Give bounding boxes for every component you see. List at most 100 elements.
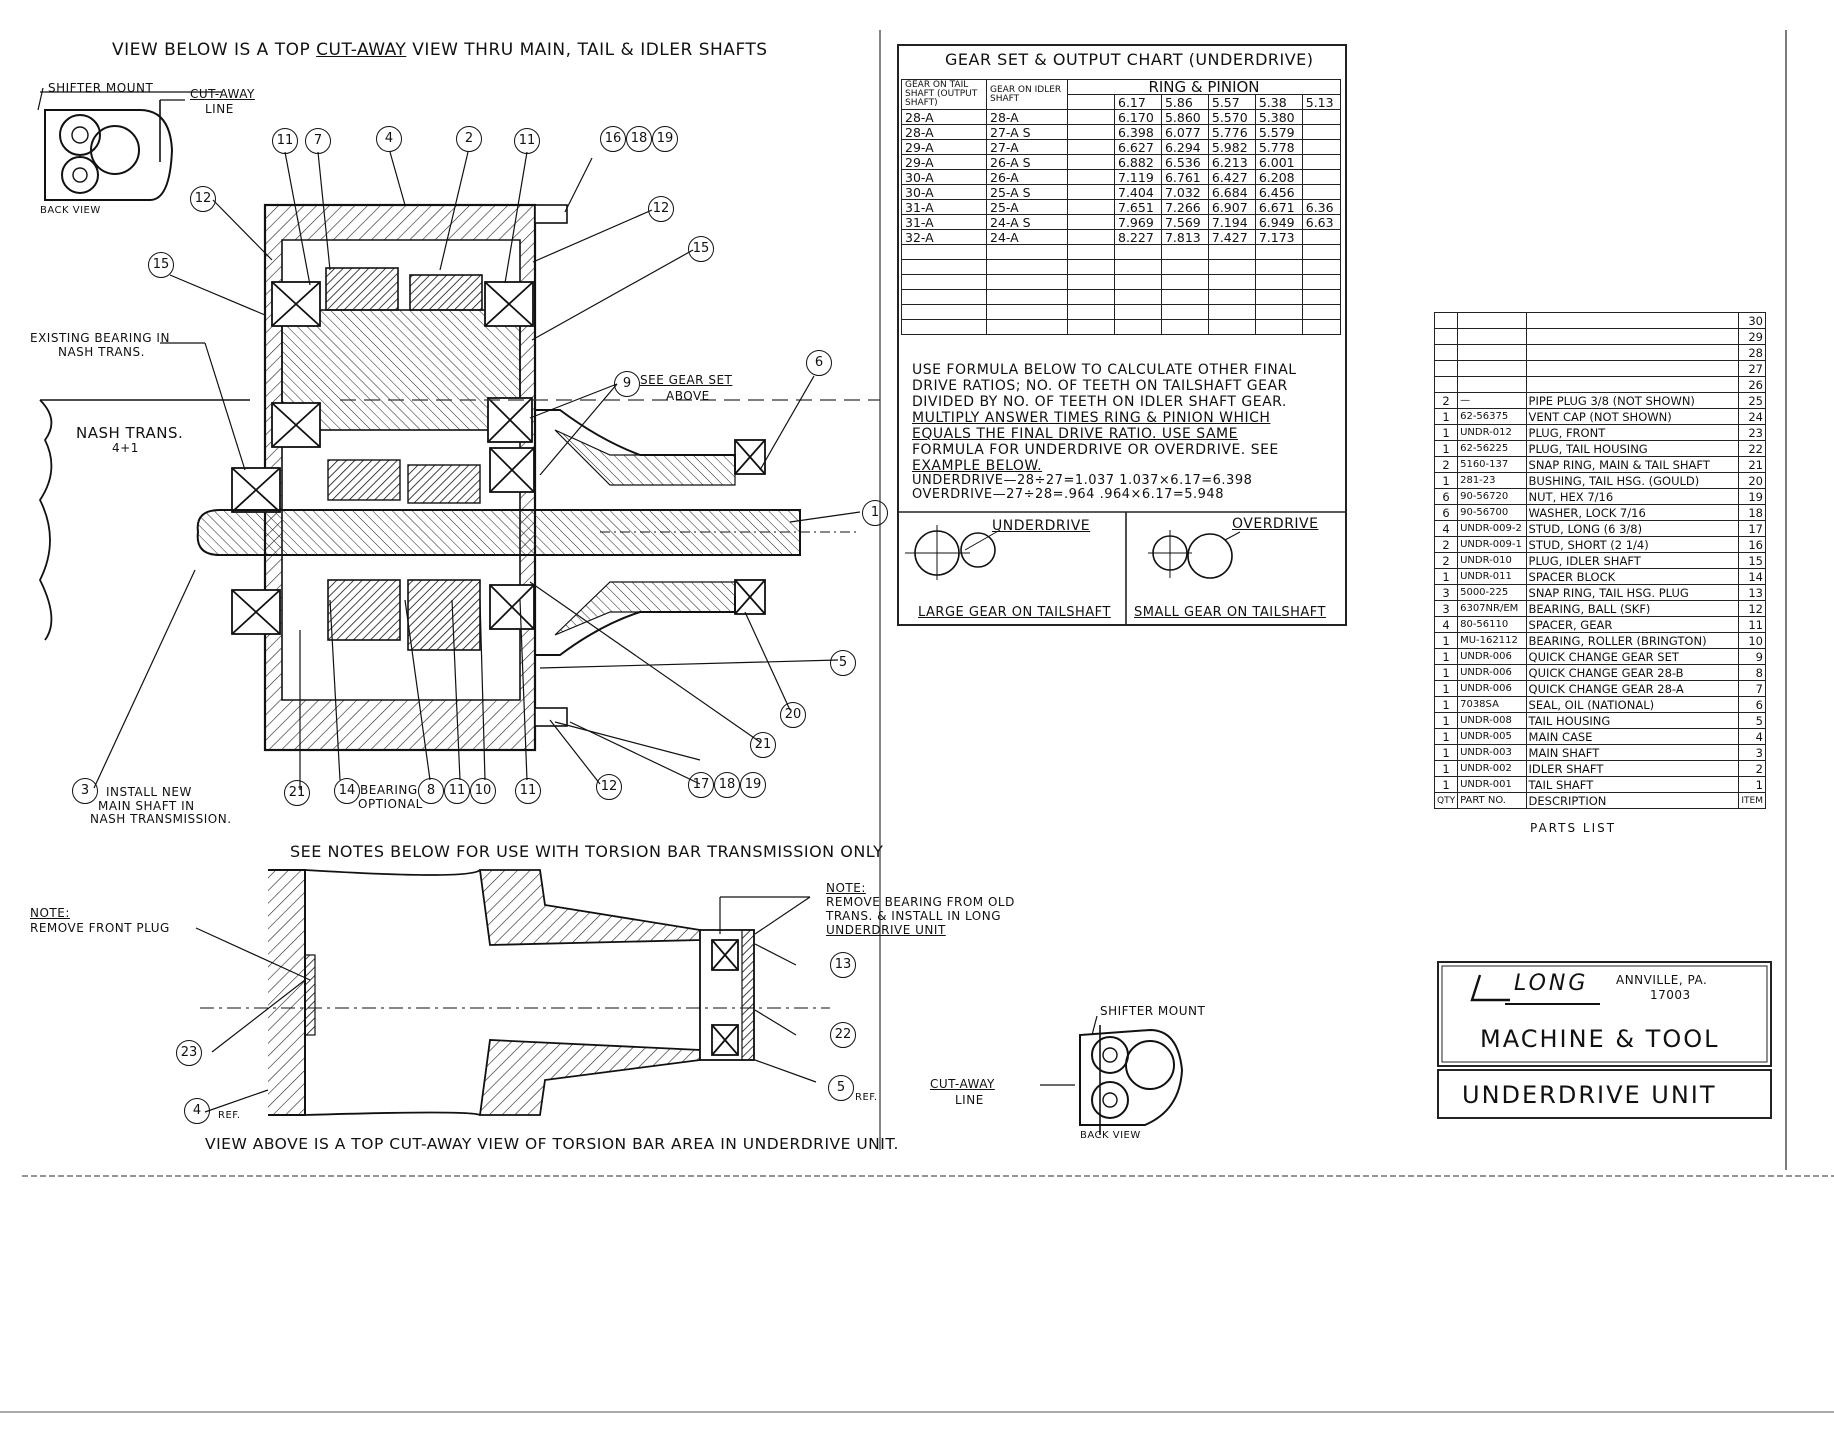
gear-chart-cell-ratio: 7.427 [1207,229,1256,245]
parts-list-cell-item: 28 [1738,344,1766,361]
gear-chart-empty-cell [901,274,987,290]
gear-chart-cell-ratio: 5.860 [1160,109,1209,125]
parts-list-cell-qty: 2 [1433,536,1459,553]
parts-list-cell-item: 30 [1738,312,1766,329]
parts-list-cell-pn: UNDR-006 [1457,664,1527,681]
gear-chart-empty-cell [1207,304,1256,320]
parts-list-cell-pn: 62-56225 [1457,440,1527,457]
ratio-row: 6.17 5.86 5.57 5.38 5.13 [902,94,1342,110]
gear-chart-empty-cell [986,289,1068,305]
parts-list-cell-desc: BUSHING, TAIL HSG. (GOULD) [1525,472,1740,489]
parts-list-caption: PARTS LIST [1530,821,1617,835]
balloon-item: 10 [470,778,496,804]
parts-list-cell-pn [1457,328,1527,345]
gear-chart-cell-ratio [1301,154,1342,170]
gear-chart-empty-cell [1114,244,1162,260]
gear-chart-cell-ratio: 6.684 [1207,184,1256,200]
parts-list-cell-desc: SNAP RING, TAIL HSG. PLUG [1525,584,1740,601]
parts-list-cell-item: 25 [1738,392,1766,409]
gear-chart-empty-cell [1301,244,1342,260]
parts-list-cell-item: 8 [1738,664,1766,681]
parts-list-cell-item: 2 [1738,760,1766,777]
gear-chart-cell-tail: 29-A [901,154,987,170]
gear-chart-cell-ratio: 7.569 [1160,214,1209,230]
large-gear-label: LARGE GEAR ON TAILSHAFT [918,605,1111,620]
parts-list-cell-qty: 1 [1433,664,1459,681]
qty-header: QTY [1433,792,1459,809]
parts-list-cell-item: 1 [1738,776,1766,793]
balloon-item: 21 [750,732,776,758]
balloon-item: 22 [830,1022,856,1048]
parts-list-cell-item: 20 [1738,472,1766,489]
gear-chart-cell-idler: 24-A S [986,214,1068,230]
gear-chart-empty-cell [1301,274,1342,290]
gear-chart-empty-cell [1160,289,1209,305]
balloon-item: 4 [376,126,402,152]
parts-list-cell-desc [1525,312,1740,329]
parts-list-cell-qty: 1 [1433,760,1459,777]
gear-chart-empty-row [901,289,1342,305]
gear-chart-empty-row [901,319,1342,335]
balloon-item: 20 [780,702,806,728]
gear-chart-cell-ratio: 6.882 [1114,154,1162,170]
gear-chart-empty-cell [1114,259,1162,275]
parts-list-cell-desc: PIPE PLUG 3/8 (NOT SHOWN) [1525,392,1740,409]
parts-list-cell-pn: 62-56375 [1457,408,1527,425]
parts-list-header-row: QTY PART NO. DESCRIPTION ITEM [1433,792,1766,809]
gear-chart-table: GEAR ON TAIL SHAFT (OUTPUT SHAFT) GEAR O… [901,79,1342,335]
parts-list-cell-qty: 1 [1433,712,1459,729]
parts-list-cell-desc: VENT CAP (NOT SHOWN) [1525,408,1740,425]
gear-chart-cell-ratio: 5.579 [1254,124,1303,140]
gear-chart-cell-ratio [1301,229,1342,245]
overdrive-circles [1148,530,1241,579]
parts-list-cell-desc: SEAL, OIL (NATIONAL) [1525,696,1740,713]
gear-chart-empty-cell [1301,304,1342,320]
parts-list-cell-desc: QUICK CHANGE GEAR 28-B [1525,664,1740,681]
balloon-item: 11 [272,128,298,154]
gear-chart-cell-ratio: 6.213 [1207,154,1256,170]
parts-list-cell-pn: MU-162112 [1457,632,1527,649]
note-right-line1: REMOVE BEARING FROM OLD [826,895,1015,909]
gear-chart-cell-idler: 25-A S [986,184,1068,200]
gear-chart-cell-tail: 32-A [901,229,987,245]
parts-list-cell-qty: 1 [1433,440,1459,457]
balloon-item: 1 [862,500,888,526]
parts-list-cell-qty: 1 [1433,568,1459,585]
parts-list-header: QTY PART NO. DESCRIPTION ITEM [1433,792,1766,809]
parts-list-cell-desc: PLUG, TAIL HOUSING [1525,440,1740,457]
parts-list-cell-item: 3 [1738,744,1766,761]
balloon-item: 12 [648,196,674,222]
gear-chart-cell-ratio: 6.294 [1160,139,1209,155]
parts-list-cell-qty: 1 [1433,472,1459,489]
gear-chart-cell-tail: 30-A [901,184,987,200]
ratio-cell [1067,94,1115,110]
gear-chart-cell-ratio: 7.651 [1114,199,1162,215]
parts-list-cell-item: 29 [1738,328,1766,345]
gear-chart-empty-cell [986,274,1068,290]
parts-list-cell-item: 9 [1738,648,1766,665]
gear-chart-empty-cell [901,319,987,335]
gear-chart-cell-ratio: 6.077 [1160,124,1209,140]
shifter-mount-label-2: SHIFTER MOUNT [1100,1004,1206,1018]
line-label-2: LINE [955,1093,984,1107]
gear-chart-empty-row [901,244,1342,260]
formula-line: USE FORMULA BELOW TO CALCULATE OTHER FIN… [912,362,1297,378]
ref-label-4: REF. [218,1110,241,1121]
gear-chart-cell-blank [1067,169,1115,185]
parts-list-cell-desc: SNAP RING, MAIN & TAIL SHAFT [1525,456,1740,473]
gear-chart-cell-ratio: 6.36 [1301,199,1342,215]
ratio-cell: 5.57 [1207,94,1256,110]
balloon-item: 11 [515,778,541,804]
gear-chart-empty-cell [1067,274,1115,290]
balloon-item: 15 [688,236,714,262]
parts-list-cell-pn [1457,312,1527,329]
header-note: VIEW BELOW IS A TOP CUT-AWAY VIEW THRU M… [112,40,768,60]
ratio-cell: 6.17 [1114,94,1162,110]
parts-list-cell-desc: PLUG, FRONT [1525,424,1740,441]
